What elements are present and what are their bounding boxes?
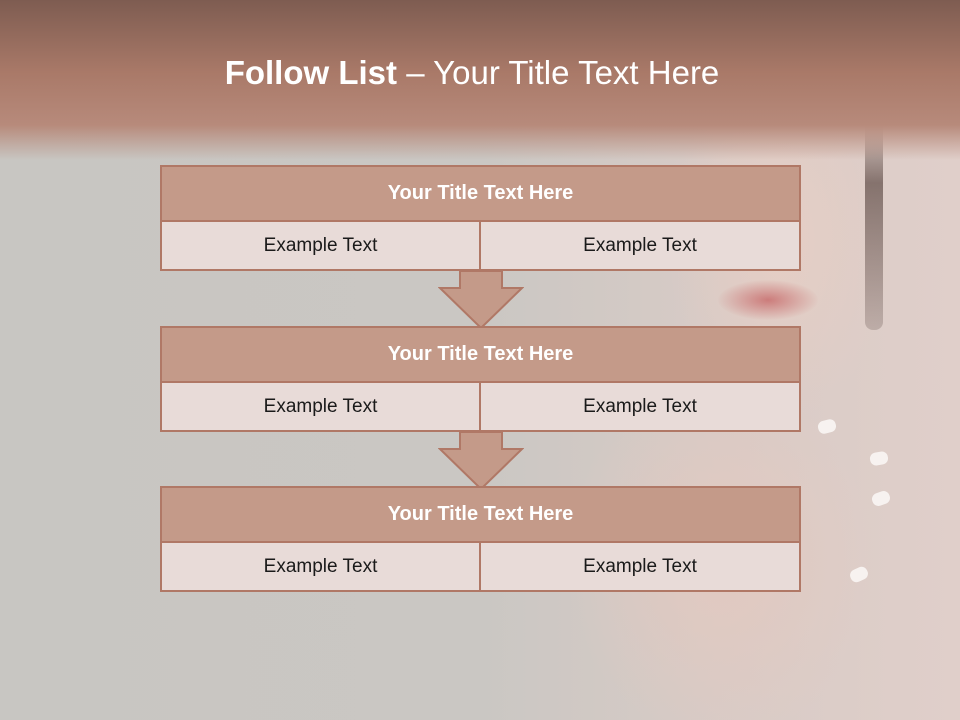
- block-title: Your Title Text Here: [160, 326, 801, 383]
- block-cell-right: Example Text: [479, 543, 801, 592]
- follow-list-block: Your Title Text Here Example Text Exampl…: [160, 326, 801, 432]
- block-cell-right: Example Text: [479, 383, 801, 432]
- block-title: Your Title Text Here: [160, 486, 801, 543]
- slide-title-rest: – Your Title Text Here: [397, 54, 720, 91]
- block-cell-left: Example Text: [160, 543, 481, 592]
- block-cell-right: Example Text: [479, 222, 801, 271]
- down-arrow-icon: [438, 270, 524, 330]
- background-hair-strand: [865, 120, 883, 330]
- block-title: Your Title Text Here: [160, 165, 801, 222]
- follow-list-block: Your Title Text Here Example Text Exampl…: [160, 486, 801, 592]
- down-arrow-icon: [438, 431, 524, 491]
- follow-list-block: Your Title Text Here Example Text Exampl…: [160, 165, 801, 271]
- background-lips: [718, 280, 818, 320]
- block-cell-left: Example Text: [160, 383, 481, 432]
- title-bar: [0, 0, 960, 160]
- block-cell-left: Example Text: [160, 222, 481, 271]
- slide-title-bold: Follow List: [224, 54, 398, 91]
- slide-title: Follow List – Your Title Text Here: [0, 54, 944, 92]
